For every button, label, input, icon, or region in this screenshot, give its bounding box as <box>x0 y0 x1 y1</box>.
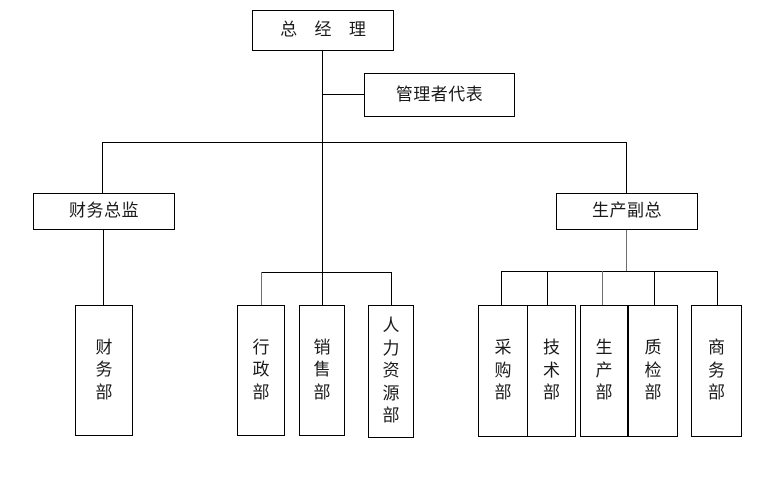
node-quality-dept[interactable]: 质检部 <box>628 305 678 437</box>
connector-bus-to-sales-dept <box>322 272 323 305</box>
node-finance-dept-label: 财务部 <box>95 337 113 403</box>
connector-bus-to-finance-director <box>102 142 103 193</box>
node-management-representative-label: 管理者代表 <box>395 84 484 105</box>
node-finance-director-label: 财务总监 <box>69 201 139 221</box>
node-general-manager-label: 总 经 理 <box>280 20 372 40</box>
connector-bus-to-commerce-dept <box>717 271 718 305</box>
connector-bus-to-production-dept <box>602 271 603 305</box>
connector-right-group-bus <box>501 271 717 272</box>
node-commerce-dept-label: 商务部 <box>708 338 725 404</box>
node-sales-dept[interactable]: 销售部 <box>299 305 345 436</box>
node-admin-dept[interactable]: 行政部 <box>237 305 285 436</box>
connector-finance-director-to-finance-dept <box>103 230 104 305</box>
connector-bus-to-production-vp <box>626 142 627 193</box>
connector-gm-trunk <box>322 50 323 272</box>
node-quality-dept-label: 质检部 <box>644 338 662 404</box>
connector-bus-to-quality-dept <box>654 271 655 305</box>
node-production-vp-label: 生产副总 <box>592 201 662 221</box>
node-commerce-dept[interactable]: 商务部 <box>691 305 742 437</box>
node-hr-dept[interactable]: 人力资源部 <box>368 305 414 438</box>
node-management-representative[interactable]: 管理者代表 <box>364 73 515 117</box>
connector-middle-group-bus <box>261 272 392 273</box>
node-production-dept[interactable]: 生产部 <box>580 305 628 437</box>
node-technology-dept-label: 技术部 <box>543 338 560 404</box>
connector-bus-to-purchasing-dept <box>501 271 502 305</box>
node-general-manager[interactable]: 总 经 理 <box>252 10 394 51</box>
connector-bus-to-admin-dept <box>261 272 262 305</box>
node-purchasing-dept[interactable]: 采购部 <box>478 305 528 437</box>
node-sales-dept-label: 销售部 <box>313 337 331 403</box>
connector-bus-to-hr-dept <box>391 272 392 305</box>
node-finance-dept[interactable]: 财务部 <box>75 305 133 436</box>
node-purchasing-dept-label: 采购部 <box>494 338 512 404</box>
connector-production-vp-trunk <box>626 230 627 272</box>
node-production-dept-label: 生产部 <box>595 338 613 404</box>
connector-bus-to-technology-dept <box>547 271 548 305</box>
node-admin-dept-label: 行政部 <box>252 337 270 403</box>
connector-gm-to-management-rep <box>322 94 364 95</box>
node-finance-director[interactable]: 财务总监 <box>33 193 175 230</box>
node-production-vp[interactable]: 生产副总 <box>556 193 698 230</box>
node-technology-dept[interactable]: 技术部 <box>527 305 576 437</box>
node-hr-dept-label: 人力资源部 <box>382 316 400 427</box>
connector-level2-bus <box>102 142 627 143</box>
